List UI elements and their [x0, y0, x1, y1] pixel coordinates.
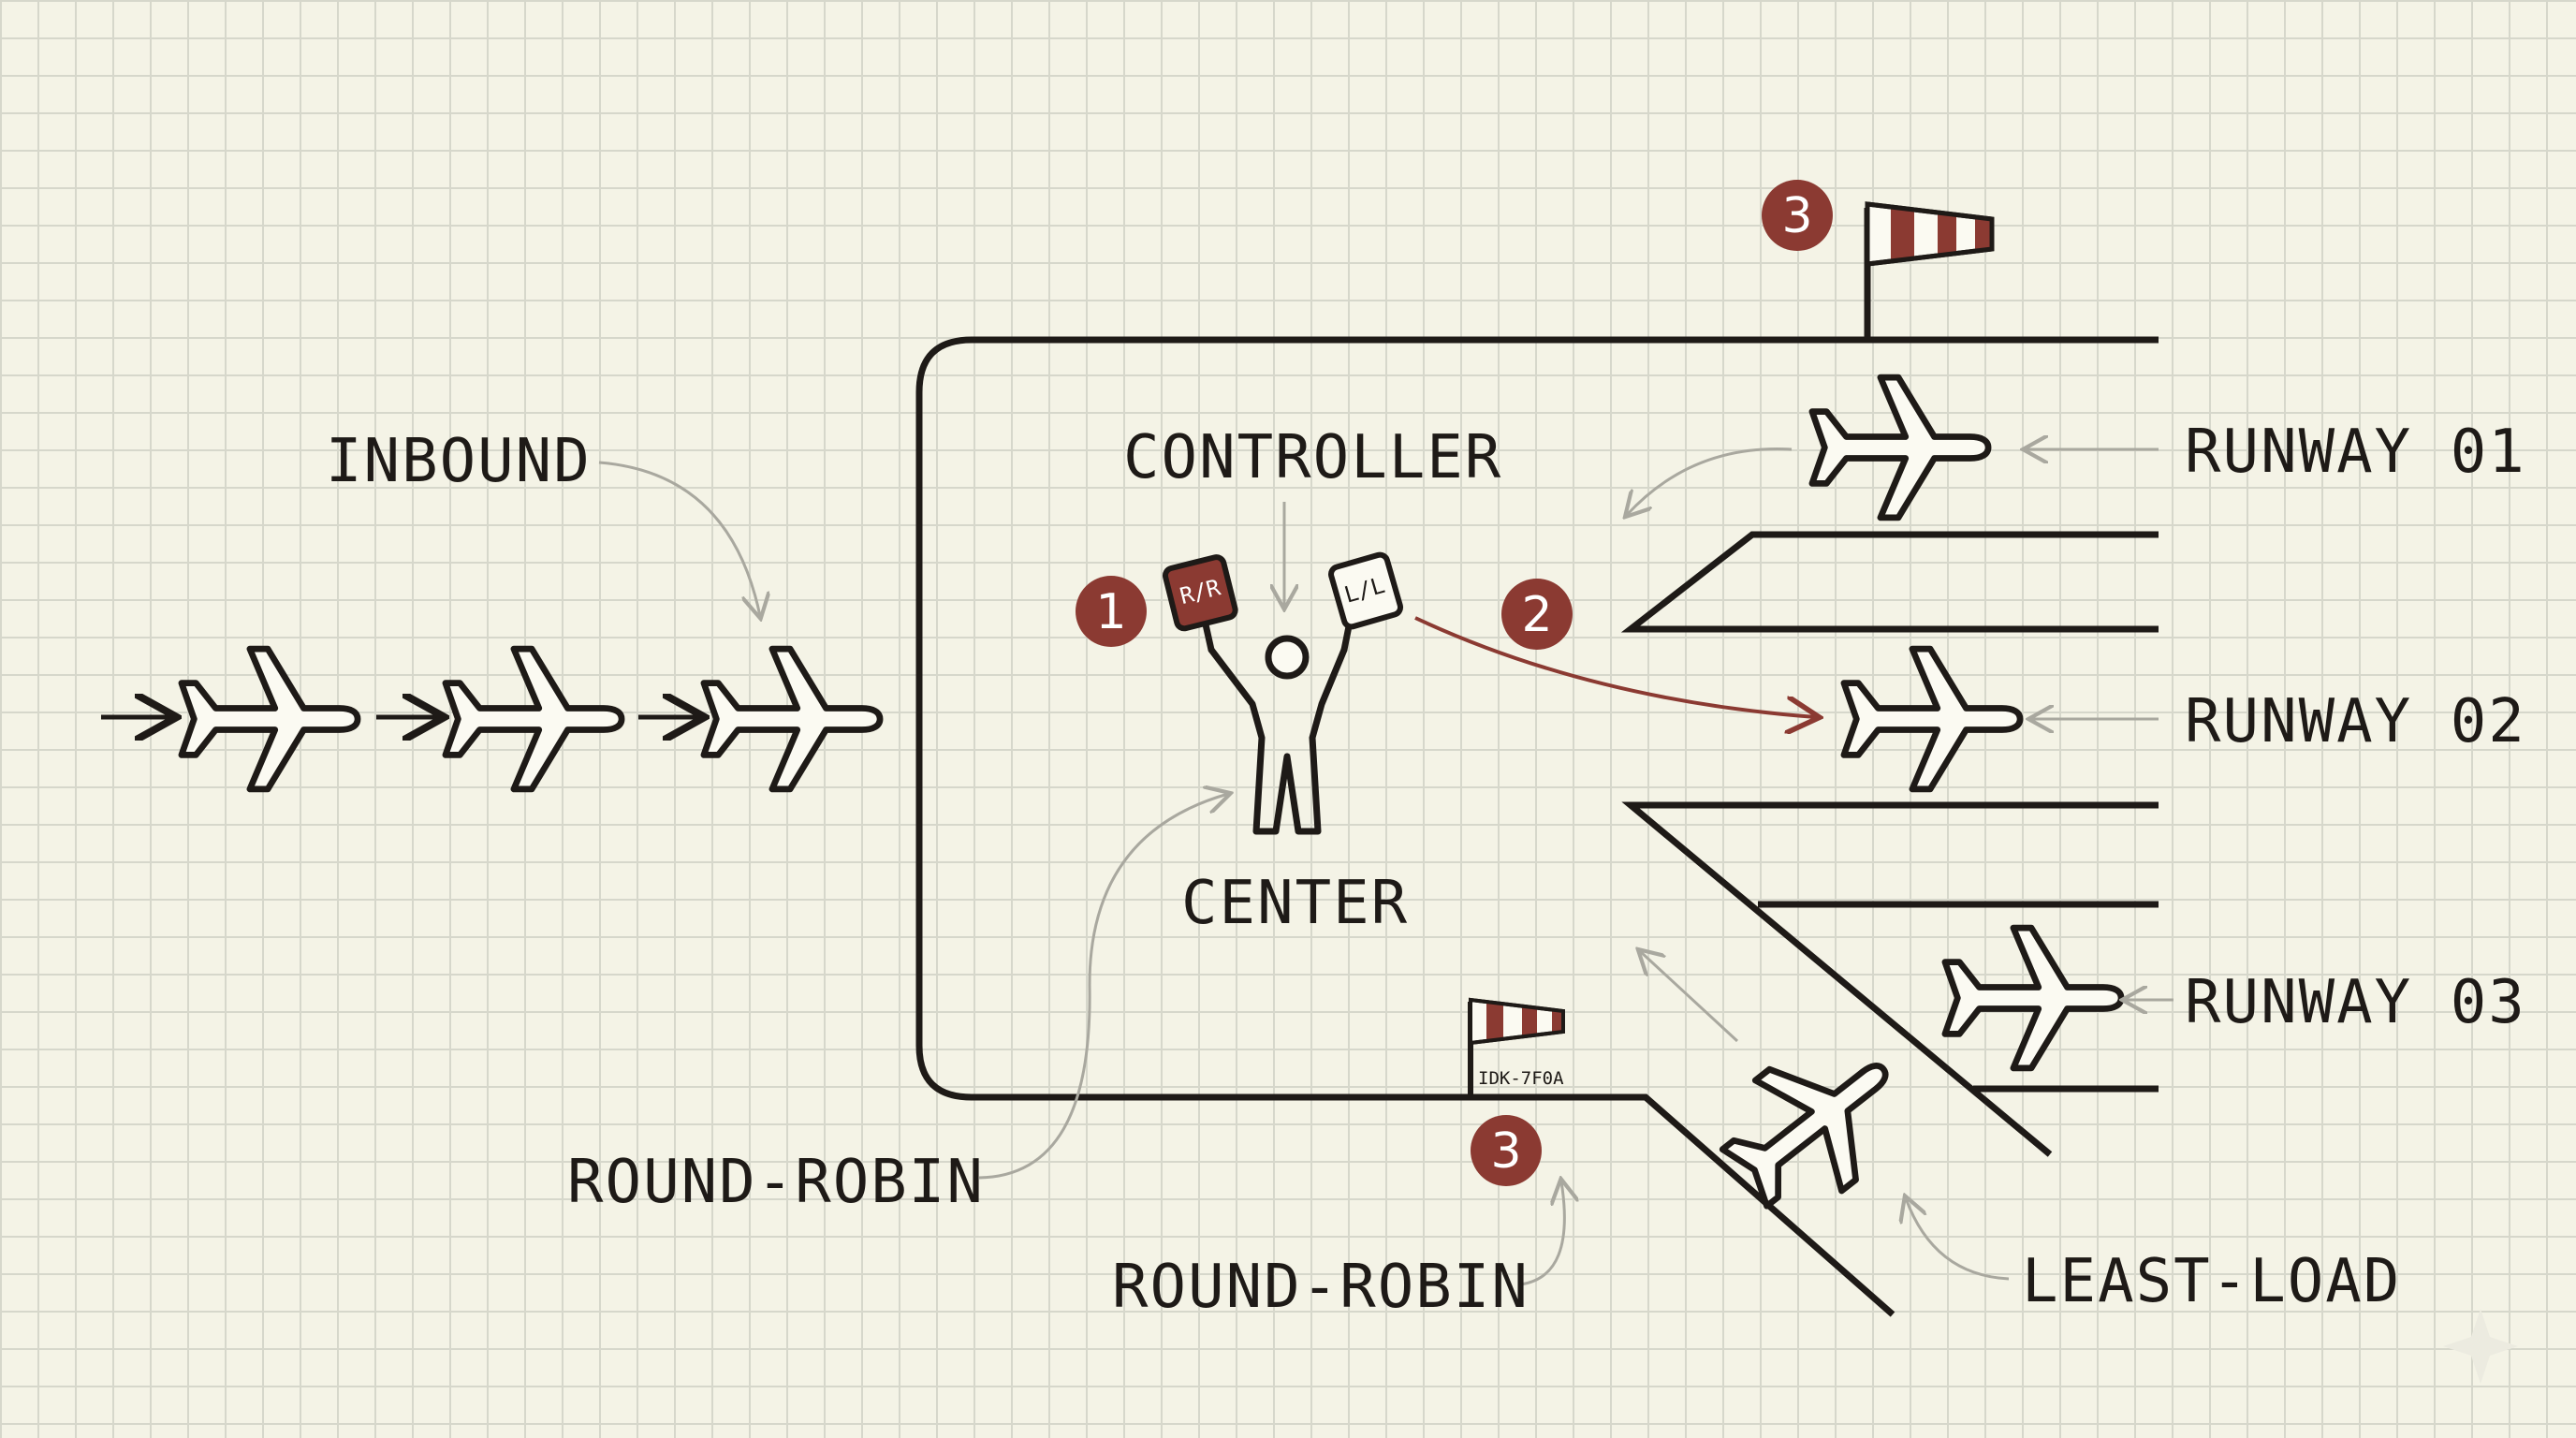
runway-01-entry-pointer — [1627, 448, 1793, 515]
round-robin-left-label: ROUND-ROBIN — [567, 1148, 985, 1217]
assignment-arrow — [1414, 616, 1816, 717]
runway-02-label: RUNWAY 02 — [2185, 687, 2526, 756]
round-robin-pointer — [978, 794, 1228, 1180]
step-badge-3-top: 3 — [1762, 180, 1833, 251]
svg-text:3: 3 — [1781, 188, 1812, 244]
runway-01-label: RUNWAY 01 — [2185, 418, 2526, 487]
controller-figure — [1200, 609, 1355, 835]
runway-01-plane — [1812, 377, 1988, 518]
inbound-plane-3 — [704, 649, 880, 789]
step-badge-2: 2 — [1501, 579, 1573, 650]
svg-text:1: 1 — [1095, 584, 1126, 640]
runway-separators — [1620, 531, 2159, 1157]
sparkle-icon — [2443, 1309, 2518, 1384]
inbound-plane-1 — [182, 649, 358, 789]
runway-02-plane — [1844, 649, 2020, 789]
svg-text:2: 2 — [1521, 587, 1552, 643]
controller-body — [1208, 646, 1348, 835]
controller-head — [1265, 635, 1310, 680]
least-load-sign: L/L — [1328, 551, 1404, 630]
inbound-label: INBOUND — [326, 427, 592, 496]
svg-text:3: 3 — [1490, 1123, 1521, 1180]
separator-upper — [1620, 531, 2159, 633]
step-badge-1: 1 — [1076, 576, 1147, 647]
round-robin-bottom-pointer — [1519, 1181, 1564, 1286]
round-robin-bottom-label: ROUND-ROBIN — [1112, 1253, 1530, 1322]
runway-03-label: RUNWAY 03 — [2185, 968, 2526, 1037]
taxi-direction-pointer — [1640, 951, 1739, 1043]
controller-label: CONTROLLER — [1123, 423, 1502, 492]
separator-lower — [1621, 801, 2159, 1157]
windsock-top — [1864, 201, 1995, 340]
taxiing-plane — [1702, 1014, 1926, 1233]
inbound-plane-2 — [446, 649, 622, 789]
step-badge-3-bottom: 3 — [1471, 1115, 1542, 1186]
least-load-pointer — [1906, 1198, 2010, 1281]
runway-03-plane — [1945, 928, 2121, 1068]
airfield-boundary — [915, 336, 2159, 1317]
round-robin-sign: R/R — [1162, 554, 1238, 632]
center-label: CENTER — [1181, 869, 1409, 938]
windsock-tag-text: IDK-7F0A — [1478, 1068, 1564, 1089]
windsock-bottom: IDK-7F0A — [1468, 997, 1565, 1097]
inbound-queue — [101, 649, 880, 789]
least-load-label: LEAST-LOAD — [2022, 1247, 2401, 1316]
inbound-pointer — [598, 461, 760, 616]
annotation-arrows — [598, 448, 2174, 1286]
